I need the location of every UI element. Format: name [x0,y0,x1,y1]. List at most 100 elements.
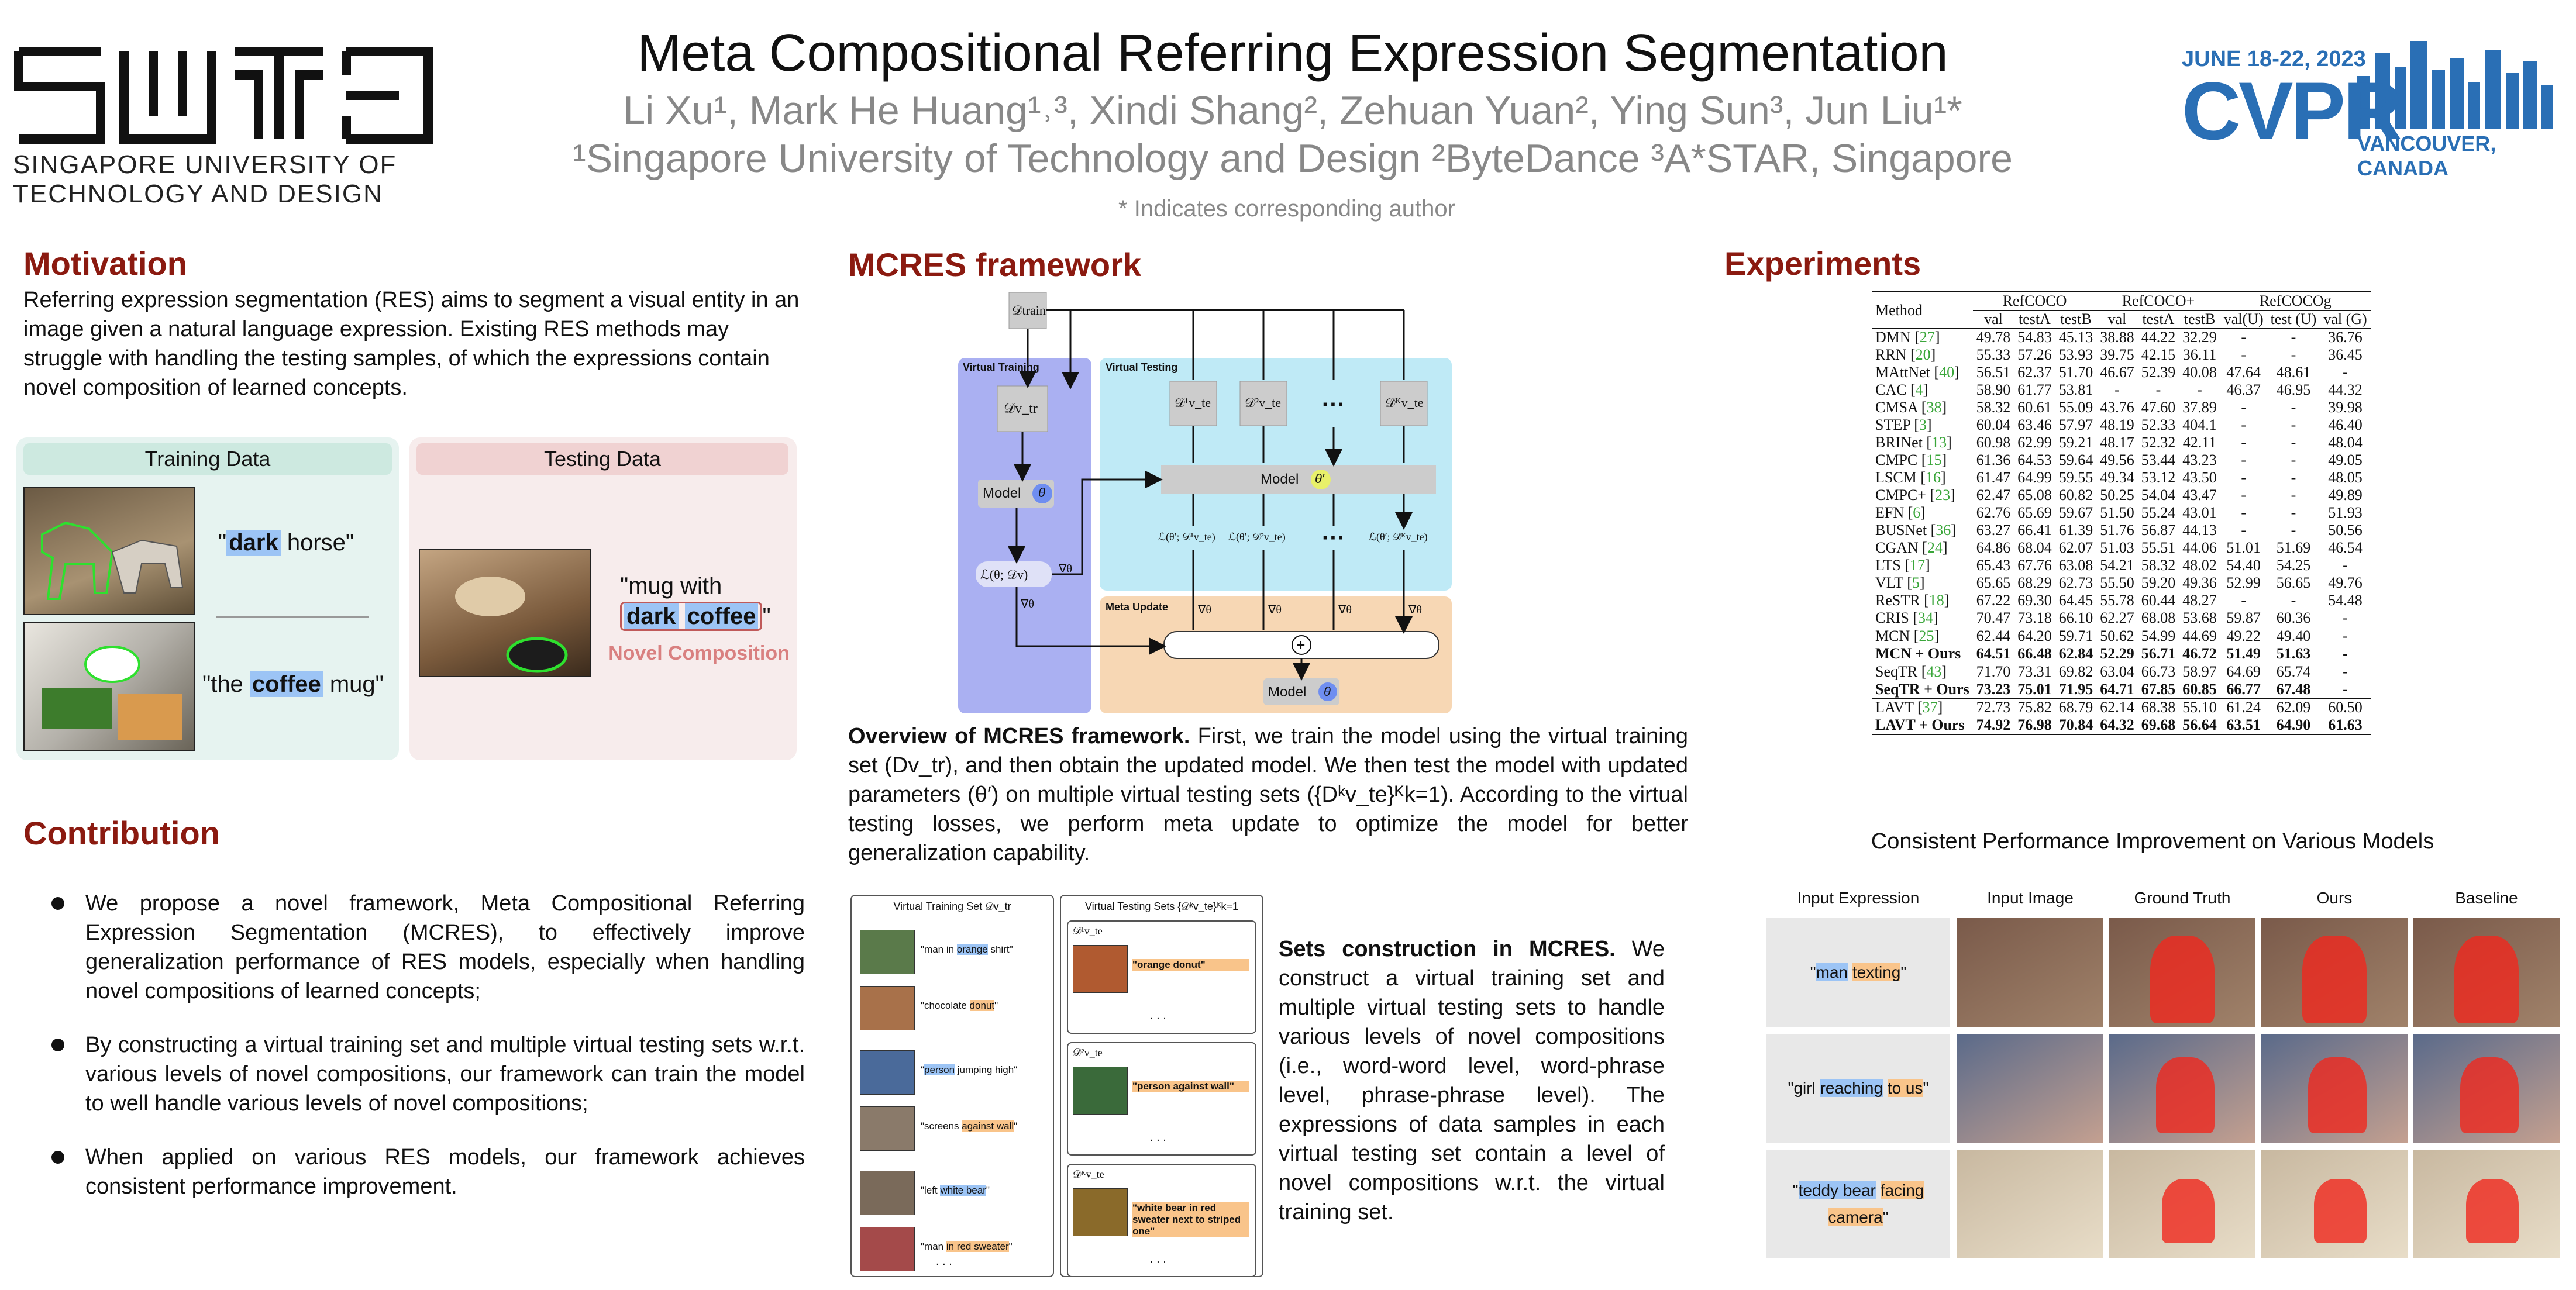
mug-mask-icon [42,646,182,740]
value-cell: 49.34 [2100,469,2134,486]
theta-prime-label: θ′ [1315,471,1325,486]
grad-test-k: ∇θ [1408,603,1422,616]
method-cell: LTS [17] [1875,557,1930,574]
column-header: testB [2060,311,2092,327]
qual-expression-text: "teddy bear facing camera" [1792,1181,1924,1226]
method-cell: VLT [5] [1875,574,1925,591]
sutd-logo-mark-icon [14,47,433,144]
virtual-testing-label: Virtual Testing [1106,361,1178,373]
value-cell: 69.68 [2141,716,2176,733]
value-cell: 49.05 [2328,451,2363,468]
train-set-title: Virtual Training Set 𝒟v_tr [893,901,1011,912]
value-cell: - [2291,469,2296,486]
value-cell: 64.45 [2058,592,2093,609]
value-cell: 59.64 [2058,451,2093,468]
value-cell: 51.01 [2226,539,2261,556]
value-cell: 62.47 [1976,487,2011,503]
qual-highlight-blue: man [1816,963,1848,981]
divider [216,616,369,618]
value-cell: 49.56 [2100,451,2134,468]
citation-number: 25 [1919,627,1934,644]
segmentation-mask [2454,936,2519,1023]
sutd-logo: SINGAPORE UNIVERSITY OF TECHNOLOGY AND D… [13,46,434,209]
value-cell: 39.98 [2328,399,2363,416]
citation-number: 34 [1917,609,1933,626]
value-cell: 55.51 [2141,539,2176,556]
value-cell: 62.73 [2058,574,2093,591]
train-sample-image [860,1171,915,1215]
d-vte-label-2: 𝒟²v_te [1245,395,1282,410]
value-cell: 61.77 [2017,381,2052,398]
value-cell: 62.84 [2058,645,2093,662]
train-sample-text: "left white bear" [921,1185,990,1196]
column-header: val (G) [2323,311,2367,327]
test-ellipsis: . . . [1150,1253,1166,1265]
value-cell: 46.40 [2328,416,2363,433]
value-cell: 69.30 [2017,592,2052,609]
loss-train-label: ℒ(θ; 𝒟v) [980,567,1028,582]
citation-number: 36 [1936,522,1951,539]
value-cell: 58.90 [1976,381,2011,398]
value-cell: 55.78 [2100,592,2134,609]
value-cell: - [2241,416,2247,433]
value-cell: - [2343,681,2348,698]
value-cell: 46.95 [2276,381,2311,398]
grad-test-3: ∇θ [1338,603,1352,616]
value-cell: 44.13 [2182,522,2217,539]
value-cell: 51.03 [2100,539,2134,556]
train-sample-highlight: in red sweater [946,1241,1009,1252]
value-cell: 51.50 [2100,504,2134,521]
value-cell: 63.27 [1976,522,2011,539]
value-cell: 36.11 [2182,346,2217,363]
value-cell: - [2343,609,2348,626]
value-cell: 75.01 [2017,681,2052,698]
value-cell: 56.65 [2276,574,2311,591]
train-sample-image [860,986,915,1030]
qual-column-header: Input Expression [1797,889,1920,907]
value-cell: 54.25 [2276,557,2311,574]
overview-bold: Overview of MCRES framework. [848,724,1190,749]
value-cell: 53.12 [2141,469,2176,486]
value-cell: 64.53 [2017,451,2052,468]
method-cell: MAttNet [40] [1875,364,1959,381]
value-cell: - [2291,434,2296,451]
test-set-card: 𝒟ᴷv_te"white bear in red sweater next to… [1067,1164,1256,1277]
value-cell: - [2291,451,2296,468]
horse-mask-icon [41,521,184,600]
value-cell: 51.93 [2328,504,2363,521]
test-set-label: 𝒟ᴷv_te [1073,1168,1104,1180]
train-ellipsis: . . . [936,1255,952,1268]
value-cell: - [2291,522,2296,539]
train-sample-image [860,1227,915,1271]
value-cell: 43.01 [2182,504,2217,521]
ground-truth-image [2109,1034,2255,1143]
value-cell: 56.51 [1976,364,2011,381]
segmentation-mask [2308,1057,2367,1133]
value-cell: 57.26 [2017,346,2052,363]
value-cell: 66.41 [2017,522,2052,539]
citation-number: 13 [1931,434,1947,451]
test-set-title: Virtual Testing Sets {𝒟ᵏv_te}ᴷk=1 [1084,901,1239,912]
ours-image [2261,918,2408,1027]
framework-diagram-svg [958,292,1452,713]
qual-highlight-blue: teddy bear [1798,1181,1876,1199]
test-sample-image [1073,945,1128,993]
value-cell: 63.51 [2226,716,2261,733]
train-sample-text: "screens against wall" [921,1120,1018,1132]
ours-image [2261,1034,2408,1143]
value-cell: - [2343,645,2348,662]
qual-highlight-blue: reaching [1820,1079,1883,1097]
value-cell: 42.15 [2141,346,2176,363]
value-cell: 58.97 [2182,663,2217,680]
sets-text: We construct a virtual training set and … [1279,937,1665,1225]
method-cell: EFN [6] [1875,504,1926,521]
dots-top: ··· [1322,392,1345,418]
value-cell: 43.76 [2100,399,2134,416]
input-image [1957,1034,2103,1143]
meta-update-label: Meta Update [1106,601,1169,613]
group-refcoco: RefCOCO [1972,292,2097,311]
value-cell: 66.48 [2017,645,2052,662]
